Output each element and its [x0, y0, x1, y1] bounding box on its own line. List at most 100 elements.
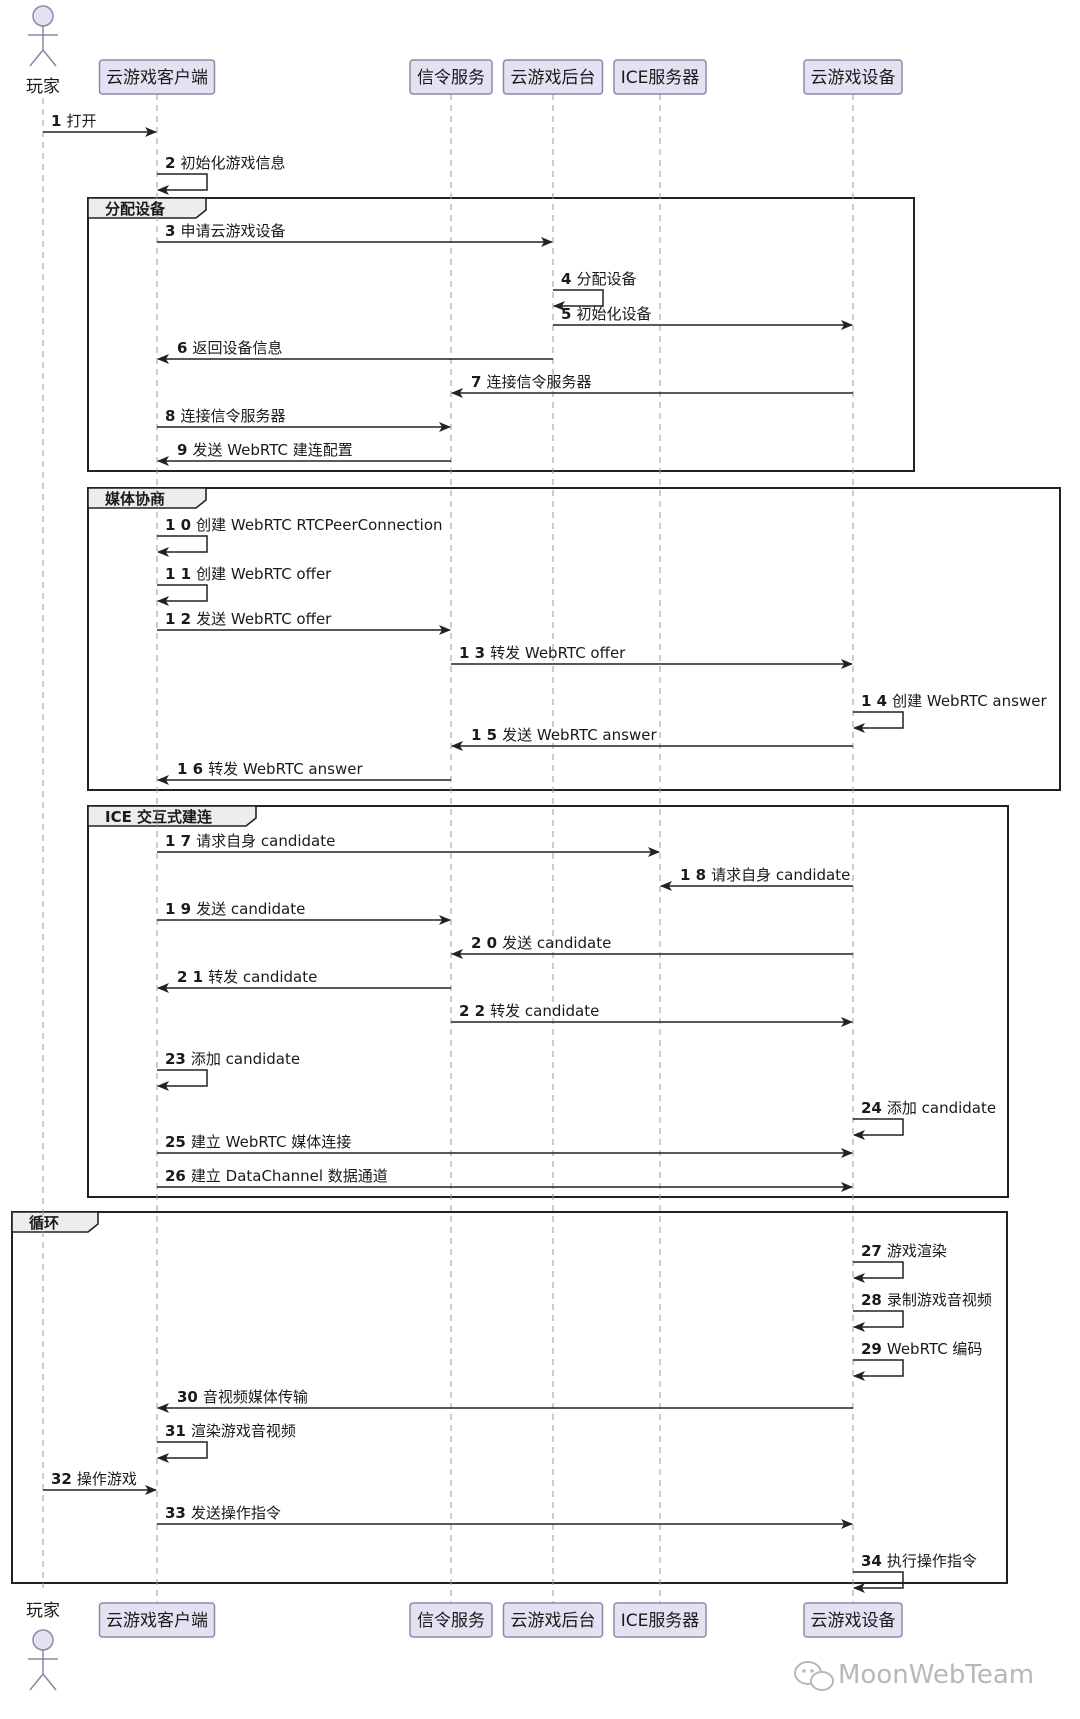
lifeline-layer	[42, 94, 854, 1603]
message-label: 4 分配设备	[561, 270, 636, 288]
fragment-1: 分配设备	[87, 197, 915, 472]
message-16: 1 6 转发 WebRTC answer	[157, 760, 451, 785]
message-number: 30	[177, 1388, 198, 1406]
message-text: 连接信令服务器	[180, 407, 285, 425]
message-text: 分配设备	[576, 270, 636, 288]
message-text: 申请云游戏设备	[180, 222, 285, 240]
fragment-3: ICE 交互式建连	[87, 805, 1009, 1198]
participant-label: 云游戏后台	[511, 1611, 596, 1631]
message-number: 8	[165, 407, 175, 425]
message-text: 转发 WebRTC answer	[208, 760, 363, 778]
message-number: 32	[51, 1470, 72, 1488]
message-30: 30 音视频媒体传输	[157, 1388, 853, 1413]
message-number: 29	[861, 1340, 882, 1358]
message-text: 连接信令服务器	[486, 373, 591, 391]
message-label: 26 建立 DataChannel 数据通道	[165, 1167, 388, 1185]
participant-label: 云游戏后台	[511, 68, 596, 88]
message-text: 发送 WebRTC 建连配置	[192, 441, 352, 459]
message-text: 请求自身 candidate	[711, 866, 850, 884]
message-number: 4	[561, 270, 571, 288]
participant-box	[98, 1602, 216, 1638]
wechat-icon	[794, 1661, 834, 1691]
message-number: 2 0	[471, 934, 497, 952]
message-text: 转发 candidate	[208, 968, 317, 986]
participant-layer: 玩家玩家云游戏客户端云游戏客户端信令服务信令服务云游戏后台云游戏后台ICE服务器…	[26, 5, 903, 1691]
self-arrow	[853, 711, 904, 733]
fragment-2: 媒体协商	[87, 487, 1061, 791]
message-label: 8 连接信令服务器	[165, 407, 285, 425]
message-text: 请求自身 candidate	[196, 832, 335, 850]
fragment-title: 循环	[29, 1214, 59, 1232]
self-arrow	[853, 1359, 904, 1381]
participant-box	[613, 1602, 707, 1638]
message-text: 执行操作指令	[887, 1552, 977, 1570]
participant-backend-bottom: 云游戏后台	[502, 1602, 604, 1638]
self-arrow	[853, 1118, 904, 1140]
message-text: 创建 WebRTC offer	[196, 565, 332, 583]
self-arrow	[157, 1069, 208, 1091]
message-number: 1 7	[165, 832, 191, 850]
participant-label: 信令服务	[417, 1611, 485, 1631]
participant-box	[502, 1602, 604, 1638]
message-text: 发送 WebRTC answer	[502, 726, 657, 744]
message-number: 2 2	[459, 1002, 485, 1020]
participant-label: 玩家	[26, 77, 60, 97]
message-text: 转发 candidate	[490, 1002, 599, 1020]
participant-box	[803, 59, 903, 95]
participant-box	[409, 1602, 493, 1638]
message-text: 建立 DataChannel 数据通道	[191, 1167, 388, 1185]
participant-client-top: 云游戏客户端	[98, 59, 216, 95]
self-arrow	[157, 173, 208, 195]
message-number: 1 0	[165, 516, 191, 534]
message-number: 1 4	[861, 692, 887, 710]
self-arrow	[853, 1310, 904, 1332]
message-text: 创建 WebRTC RTCPeerConnection	[196, 516, 442, 534]
message-text: 发送 WebRTC offer	[196, 610, 332, 628]
watermark: MoonWebTeam	[794, 1660, 1034, 1691]
message-number: 26	[165, 1167, 186, 1185]
participant-ice-top: ICE服务器	[613, 59, 707, 95]
self-arrow	[157, 535, 208, 557]
participant-box	[613, 59, 707, 95]
message-label: 1 7 请求自身 candidate	[165, 832, 335, 850]
message-text: 游戏渲染	[887, 1242, 947, 1260]
message-8: 8 连接信令服务器	[157, 407, 451, 432]
self-arrow	[157, 1441, 208, 1463]
self-arrow	[853, 1261, 904, 1283]
participant-signal-bottom: 信令服务	[409, 1602, 493, 1638]
message-text: 发送 candidate	[196, 900, 305, 918]
message-text: 发送操作指令	[191, 1504, 281, 1522]
message-number: 1 6	[177, 760, 203, 778]
message-text: 音视频媒体传输	[203, 1388, 308, 1406]
participant-label: ICE服务器	[621, 68, 700, 88]
